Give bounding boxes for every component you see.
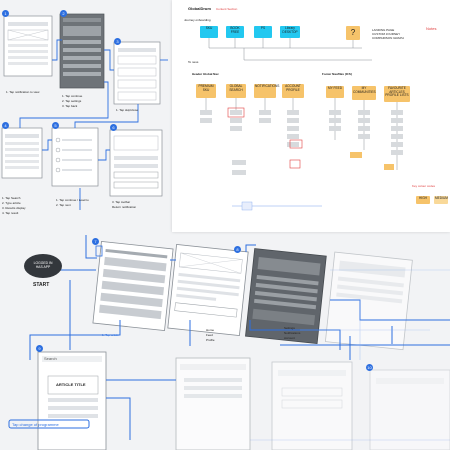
step-badge-1: 1: [2, 10, 9, 17]
step-badge-7: 7: [92, 238, 99, 245]
start-label: START: [33, 282, 50, 288]
mid-note-8: Return notification: [112, 205, 137, 209]
start-bubble: LOGGED IN HAS APP: [24, 254, 62, 278]
step-badge-4: 4: [2, 122, 9, 129]
faint-connectors: [250, 269, 450, 441]
top-left-connectors: [19, 39, 168, 210]
mid-note-5: 1. Tap continue / Load to: [56, 198, 89, 202]
brand-title: GlobalDrum: [188, 6, 211, 11]
mid-flow-dark-overlay: [245, 248, 327, 345]
section-mark: To ness: [188, 60, 199, 64]
bottom-search-screen: [37, 351, 107, 450]
bottom-step: Tap change of programme: [12, 422, 59, 427]
footer-node-2: MY COMMUNITIES: [352, 86, 376, 100]
mid-note-2: 2. Type article: [2, 201, 21, 205]
header-node-4: ACCOUNT PROFILE: [282, 84, 304, 98]
step-badge-10: 10: [366, 364, 373, 371]
phone-wireframe-3: [113, 41, 161, 105]
footer-node-1: MY FEED: [326, 86, 344, 98]
step-badge-5: 5: [52, 122, 59, 129]
mid-note-6: 2. Tap next: [56, 203, 71, 207]
footer-node-3: FAVOURITE ARTICLES PROFILE LISTS: [384, 86, 410, 102]
phone-wireframe-2-dark: [59, 13, 105, 89]
mid-flow-list-screen: [92, 241, 174, 331]
question-node: ?: [346, 26, 360, 40]
mid-note-7: 3. Tap toolbar: [112, 200, 131, 204]
sitemap-tree: [200, 38, 403, 211]
header-node-2: GLOBAL SEARCH: [226, 84, 246, 98]
step-note-4: 3. Tap back: [62, 104, 78, 108]
mid-note-1: 1. Tap Search: [2, 196, 21, 200]
mid-flow-detail-screen: [167, 244, 249, 336]
highlight-box-bottom: [8, 419, 90, 429]
footer-section-label: Footer Nav/Nav (ICS): [322, 72, 352, 76]
article-title: ARTICLE TITLE: [56, 382, 86, 387]
footer-step: 1. Tap article: [102, 333, 119, 337]
step-note-2: 1. Tap continue: [62, 94, 83, 98]
step-badge-6: 6: [110, 124, 117, 131]
right-note: LANDING PAGE CUSTOM JOURNEY COMPARISON G…: [372, 28, 404, 40]
bottom-screen-2: [175, 357, 251, 450]
step-note-5: 1. Tap skip/close: [116, 108, 139, 112]
step-badge-2: 2: [60, 10, 67, 17]
start-bubble-text: LOGGED IN HAS APP: [33, 261, 53, 269]
step-badge-9: 9: [36, 345, 43, 352]
bottom-screen-4: [369, 369, 450, 450]
top-node-1: SKU: [200, 26, 218, 38]
step-badge-8: 8: [234, 246, 241, 253]
mid-flow-faded-screen: [324, 251, 413, 351]
header-node-1: PREMIUM SKU: [196, 84, 216, 98]
bottom-menu-3: Profile: [206, 338, 215, 342]
phone-wireframe-5: [51, 127, 99, 187]
key-node-medium: MEDIUM: [434, 196, 448, 204]
top-node-3: PS: [254, 26, 272, 38]
top-node-4: Library DESKTOP: [280, 26, 300, 38]
bottom-menu-4: Settings: [284, 326, 295, 330]
step-note-3: 2. Tap settings: [62, 99, 82, 103]
step-note-1: 1. Tap notification to view: [6, 90, 40, 94]
bottom-menu-5: Notifications: [284, 331, 301, 335]
journey-label: Journey onboarding: [184, 18, 211, 22]
bottom-screen-3: [271, 361, 353, 450]
mid-note-3: 3. Results display: [2, 206, 26, 210]
side-title: Notes: [426, 26, 437, 31]
mid-note-4: 4. Tap result: [2, 211, 19, 215]
phone-wireframe-1: [3, 15, 53, 77]
top-node-2: BOOK FREE: [226, 26, 244, 38]
bottom-menu-1: Home: [206, 328, 215, 332]
header-section-label: Header Global Nav: [192, 72, 219, 76]
search-label: Search: [44, 356, 57, 361]
bottom-menu-2: Feed: [206, 333, 213, 337]
step-badge-3: 3: [114, 38, 121, 45]
bottom-menu-6: Account: [284, 336, 295, 340]
key-label: Key colour codes: [412, 184, 436, 188]
sitemap-panel: GlobalDrum Content Section Journey onboa…: [172, 0, 450, 232]
phone-wireframe-4: [1, 127, 43, 179]
phone-wireframe-6: [109, 129, 163, 197]
key-node-high: HIGH: [416, 196, 430, 204]
header-node-3: NOTIFICATIONS: [254, 84, 279, 98]
brand-subtitle: Content Section: [216, 7, 238, 11]
highlight-box-list: [95, 245, 103, 257]
